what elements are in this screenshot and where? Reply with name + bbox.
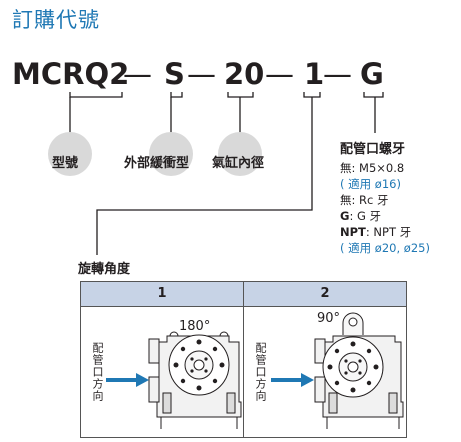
angle-180: 180°: [179, 319, 211, 334]
label-bubble: [149, 132, 193, 176]
label-port: 配管口螺牙: [340, 142, 406, 157]
label-bore: 氣缸內徑: [212, 156, 265, 171]
code-thread: G: [360, 57, 384, 91]
rotation-table: 1 2 180° 配管口方向 90° 配管口方向: [80, 281, 407, 438]
angle-90: 90°: [317, 311, 341, 326]
code-sensor: S: [164, 57, 185, 91]
thread-note: ( 適用 ø20, ø25): [340, 241, 430, 255]
code-dash: —: [323, 57, 352, 91]
code-dash: —: [265, 57, 294, 91]
code-model: MCRQ2: [12, 57, 130, 91]
port-direction-label: 配管口方向: [254, 342, 267, 402]
label-sensor: 外部緩衝型: [124, 156, 190, 171]
actuator-drawings: [106, 312, 404, 429]
column-divider: [243, 282, 244, 437]
thread-options: 無: M5×0.8 ( 適用 ø16) 無: Rc 牙 G: G 牙 NPT: …: [340, 160, 430, 256]
label-bubble: [218, 132, 262, 176]
section-title: 訂購代號: [12, 8, 100, 32]
actuator-90-drawing: [314, 312, 404, 429]
actuator-180-drawing: [148, 331, 242, 429]
thread-note: ( 適用 ø16): [340, 177, 401, 191]
code-dash: —: [123, 57, 152, 91]
code-rotation: 1: [304, 57, 325, 91]
code-dash: —: [187, 57, 216, 91]
label-type: 型號: [52, 156, 79, 171]
thread-row: 無: Rc 牙: [340, 193, 389, 207]
port-arrow-right: [271, 373, 314, 387]
thread-row: 無: M5×0.8: [340, 161, 405, 175]
col-header-2: 2: [244, 282, 406, 307]
thread-row: NPT: NPT 牙: [340, 225, 412, 239]
port-arrow-left: [106, 373, 149, 387]
label-bubble: [48, 132, 92, 176]
rotation-title: 旋轉角度: [78, 262, 131, 277]
thread-row: G: G 牙: [340, 209, 382, 223]
col-header-1: 1: [81, 282, 244, 307]
port-direction-label: 配管口方向: [91, 342, 104, 402]
code-bore: 20: [224, 57, 265, 91]
